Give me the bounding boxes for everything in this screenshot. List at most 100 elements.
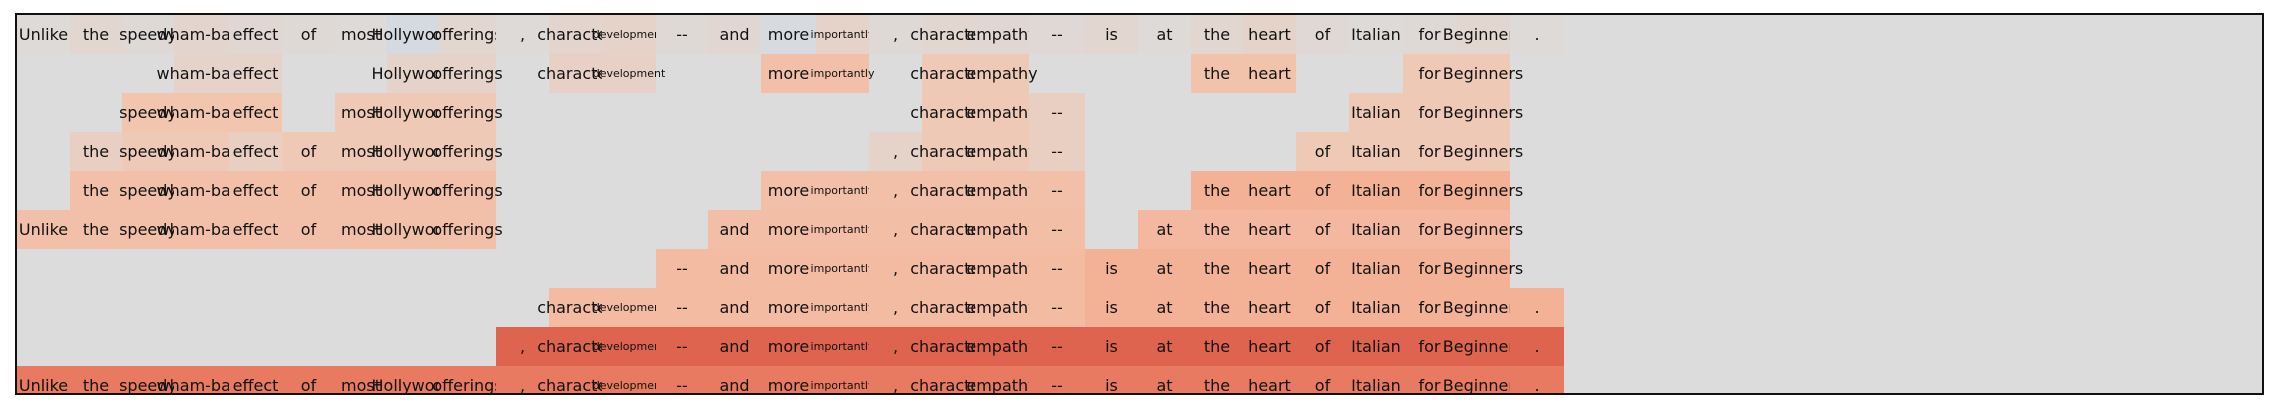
heatmap-cell: of — [282, 171, 335, 210]
heatmap-cell: heart — [1243, 15, 1296, 54]
heatmap-cell: of — [282, 15, 335, 54]
heatmap-cell: the — [70, 210, 122, 249]
heatmap-cell: at — [1138, 366, 1191, 393]
heatmap-cell: importantly — [811, 54, 874, 93]
heatmap-cell: -- — [656, 327, 708, 366]
heatmap-cell: most — [335, 132, 387, 171]
heatmap-cell: most — [335, 366, 387, 393]
heatmap-cell: offerings — [432, 93, 503, 132]
heatmap-cell: for — [1403, 171, 1456, 210]
heatmap-cell: at — [1138, 210, 1191, 249]
heatmap-cell: -- — [656, 15, 708, 54]
heatmap-cell: for — [1403, 93, 1456, 132]
heatmap-cell: speedy — [119, 171, 177, 210]
heatmap-cell: more — [761, 15, 816, 54]
heatmap-cell: Italian — [1349, 288, 1403, 327]
heatmap-cell: effect — [229, 210, 282, 249]
heatmap-cell: of — [1296, 210, 1349, 249]
heatmap-cell: empathy — [966, 171, 1038, 210]
heatmap-cell: effect — [229, 93, 282, 132]
heatmap-cell: -- — [1029, 249, 1085, 288]
heatmap-cell: -- — [656, 288, 708, 327]
heatmap-cell: character — [910, 132, 987, 171]
heatmap-cell: is — [1085, 15, 1138, 54]
heatmap-cell: is — [1085, 327, 1138, 366]
heatmap-cell: the — [1191, 15, 1243, 54]
heatmap-cell: , — [869, 366, 922, 393]
heatmap-cell: speedy — [119, 93, 177, 132]
heatmap-cell: character — [910, 93, 987, 132]
heatmap-cell: offerings — [432, 210, 503, 249]
heatmap-cell: importantly — [811, 15, 874, 54]
heatmap-cell: development — [593, 288, 665, 327]
heatmap-cell: Italian — [1349, 132, 1403, 171]
heatmap-cell: -- — [656, 366, 708, 393]
heatmap-cell: wham-bam — [157, 15, 246, 54]
heatmap-cell: for — [1403, 54, 1456, 93]
heatmap-cell: character — [910, 366, 987, 393]
heatmap-cell: importantly — [811, 249, 874, 288]
heatmap-cell: character — [910, 54, 987, 93]
heatmap-cell: Hollywood — [372, 132, 455, 171]
heatmap-cell: . — [1510, 366, 1564, 393]
heatmap-cell: at — [1138, 249, 1191, 288]
heatmap-cell: Italian — [1349, 93, 1403, 132]
heatmap-cell: development — [593, 15, 665, 54]
heatmap-cell: importantly — [811, 366, 874, 393]
heatmap-cell: heart — [1243, 366, 1296, 393]
heatmap-cell: Unlike — [17, 210, 70, 249]
heatmap-cell: more — [761, 171, 816, 210]
heatmap-cell: of — [1296, 15, 1349, 54]
heatmap-cell: , — [496, 327, 549, 366]
heatmap-cell: more — [761, 327, 816, 366]
heatmap-cell: Italian — [1349, 249, 1403, 288]
heatmap-cell: effect — [229, 171, 282, 210]
heatmap-cell: and — [708, 210, 761, 249]
heatmap-cell: the — [70, 171, 122, 210]
heatmap-cell: , — [869, 15, 922, 54]
heatmap-cell: offerings — [432, 54, 503, 93]
heatmap-cell: , — [869, 171, 922, 210]
heatmap-cell: for — [1403, 288, 1456, 327]
heatmap-cell: offerings — [432, 366, 503, 393]
heatmap-cell: Unlike — [17, 366, 70, 393]
heatmap-cell: , — [496, 15, 549, 54]
heatmap-cell: wham-bam — [157, 54, 246, 93]
heatmap-cell: for — [1403, 15, 1456, 54]
heatmap-cell: at — [1138, 327, 1191, 366]
heatmap-cell: effect — [229, 132, 282, 171]
heatmap-cell: speedy — [119, 15, 177, 54]
heatmap-cell: importantly — [811, 288, 874, 327]
heatmap-cell: most — [335, 171, 387, 210]
heatmap-cell: character — [910, 171, 987, 210]
heatmap-cell: the — [1191, 288, 1243, 327]
heatmap-cell: the — [1191, 366, 1243, 393]
heatmap-cell: , — [869, 210, 922, 249]
heatmap-cell: Beginners — [1443, 249, 1523, 288]
heatmap-cell: , — [869, 132, 922, 171]
heatmap-cell: for — [1403, 249, 1456, 288]
heatmap-cell: character — [910, 327, 987, 366]
heatmap-cell: Beginners — [1443, 93, 1523, 132]
heatmap-cell: and — [708, 366, 761, 393]
heatmap-cell: empathy — [966, 15, 1038, 54]
heatmap-cell: for — [1403, 210, 1456, 249]
heatmap-cell: character — [910, 288, 987, 327]
heatmap-cell: development — [593, 366, 665, 393]
heatmap-cell: Beginners — [1443, 132, 1523, 171]
heatmap-cell: Hollywood — [372, 366, 455, 393]
heatmap-cell: , — [496, 366, 549, 393]
heatmap-cell: Hollywood — [372, 93, 455, 132]
heatmap-cell: , — [869, 288, 922, 327]
heatmap-cell: wham-bam — [157, 366, 246, 393]
heatmap-cell: Hollywood — [372, 210, 455, 249]
heatmap-cell: empathy — [966, 249, 1038, 288]
heatmap-cell: -- — [656, 249, 708, 288]
heatmap-cell: empathy — [966, 366, 1038, 393]
heatmap-cell: and — [708, 327, 761, 366]
heatmap-cell: Italian — [1349, 327, 1403, 366]
heatmap-cell: character — [537, 15, 614, 54]
heatmap-cell: empathy — [966, 54, 1038, 93]
heatmap-cell: and — [708, 288, 761, 327]
